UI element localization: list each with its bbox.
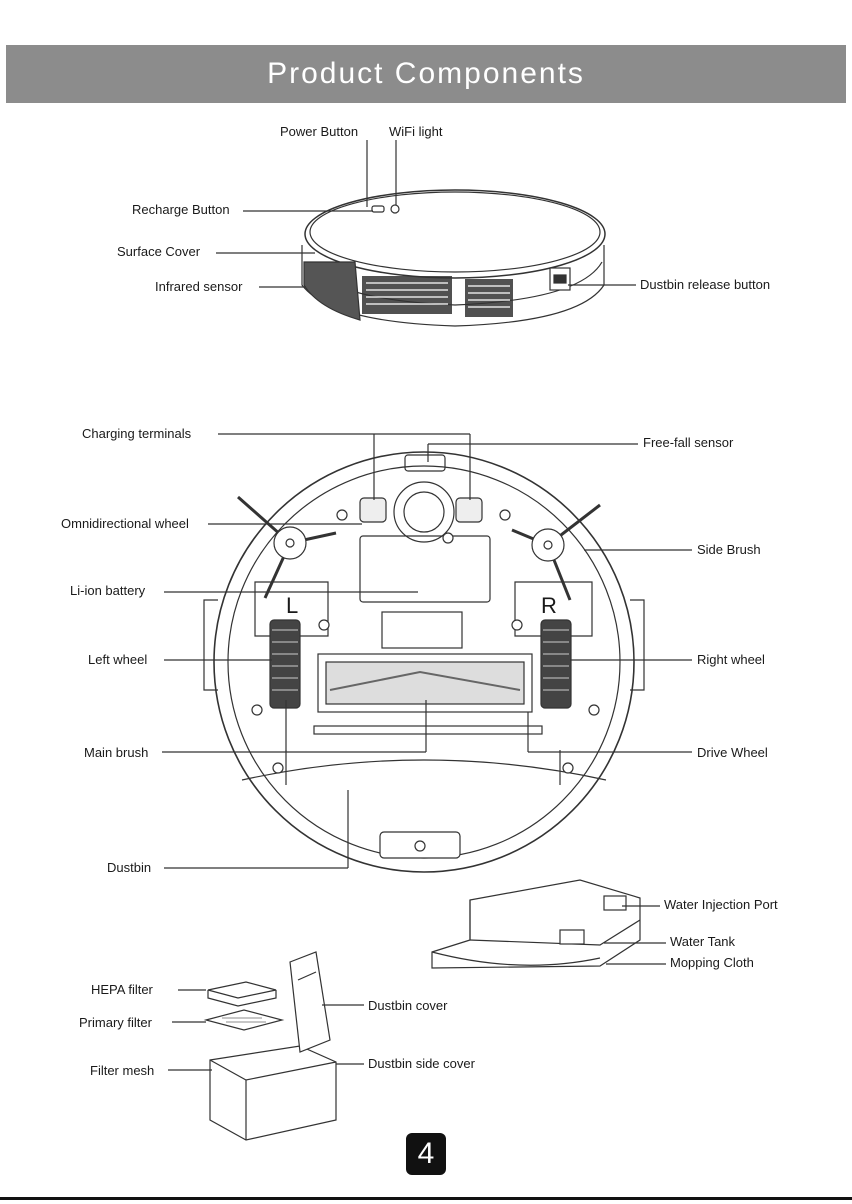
label-dustbin-side-cover: Dustbin side cover xyxy=(368,1056,475,1071)
label-recharge-button: Recharge Button xyxy=(132,202,230,217)
label-drive-wheel: Drive Wheel xyxy=(697,745,768,760)
label-free-fall-sensor: Free-fall sensor xyxy=(643,435,734,450)
label-li-ion-battery: Li-ion battery xyxy=(70,583,146,598)
label-water-tank: Water Tank xyxy=(670,934,736,949)
label-main-brush: Main brush xyxy=(84,745,149,760)
label-surface-cover: Surface Cover xyxy=(117,244,201,259)
dustbin-parts-illustration xyxy=(168,951,364,1141)
label-dustbin-cover: Dustbin cover xyxy=(368,998,448,1013)
label-wifi-light: WiFi light xyxy=(389,124,443,139)
label-infrared-sensor: Infrared sensor xyxy=(155,279,243,294)
robot-top-illustration xyxy=(216,140,636,327)
label-water-injection-port: Water Injection Port xyxy=(664,897,778,912)
label-dustbin-release-button: Dustbin release button xyxy=(640,277,771,292)
page-title: Product Components xyxy=(267,57,585,90)
left-wheel-mark: L xyxy=(286,593,299,618)
label-right-wheel: Right wheel xyxy=(697,652,765,667)
page-number-badge: 4 xyxy=(406,1133,446,1175)
label-side-brush: Side Brush xyxy=(697,542,761,557)
right-wheel-mark: R xyxy=(541,593,557,618)
footer-rule xyxy=(0,1197,852,1200)
label-primary-filter: Primary filter xyxy=(79,1015,152,1030)
label-mopping-cloth: Mopping Cloth xyxy=(670,955,754,970)
label-dustbin: Dustbin xyxy=(107,860,152,875)
label-hepa-filter: HEPA filter xyxy=(91,982,153,997)
robot-bottom-illustration xyxy=(162,433,692,873)
header-banner: Product Components xyxy=(6,45,846,103)
water-tank-illustration xyxy=(431,879,666,969)
label-filter-mesh: Filter mesh xyxy=(90,1063,155,1078)
label-charging-terminals: Charging terminals xyxy=(82,426,192,441)
label-power-button: Power Button xyxy=(280,124,359,139)
label-omnidirectional-wheel: Omnidirectional wheel xyxy=(61,516,189,531)
label-left-wheel: Left wheel xyxy=(88,652,148,667)
page-number: 4 xyxy=(417,1137,435,1170)
